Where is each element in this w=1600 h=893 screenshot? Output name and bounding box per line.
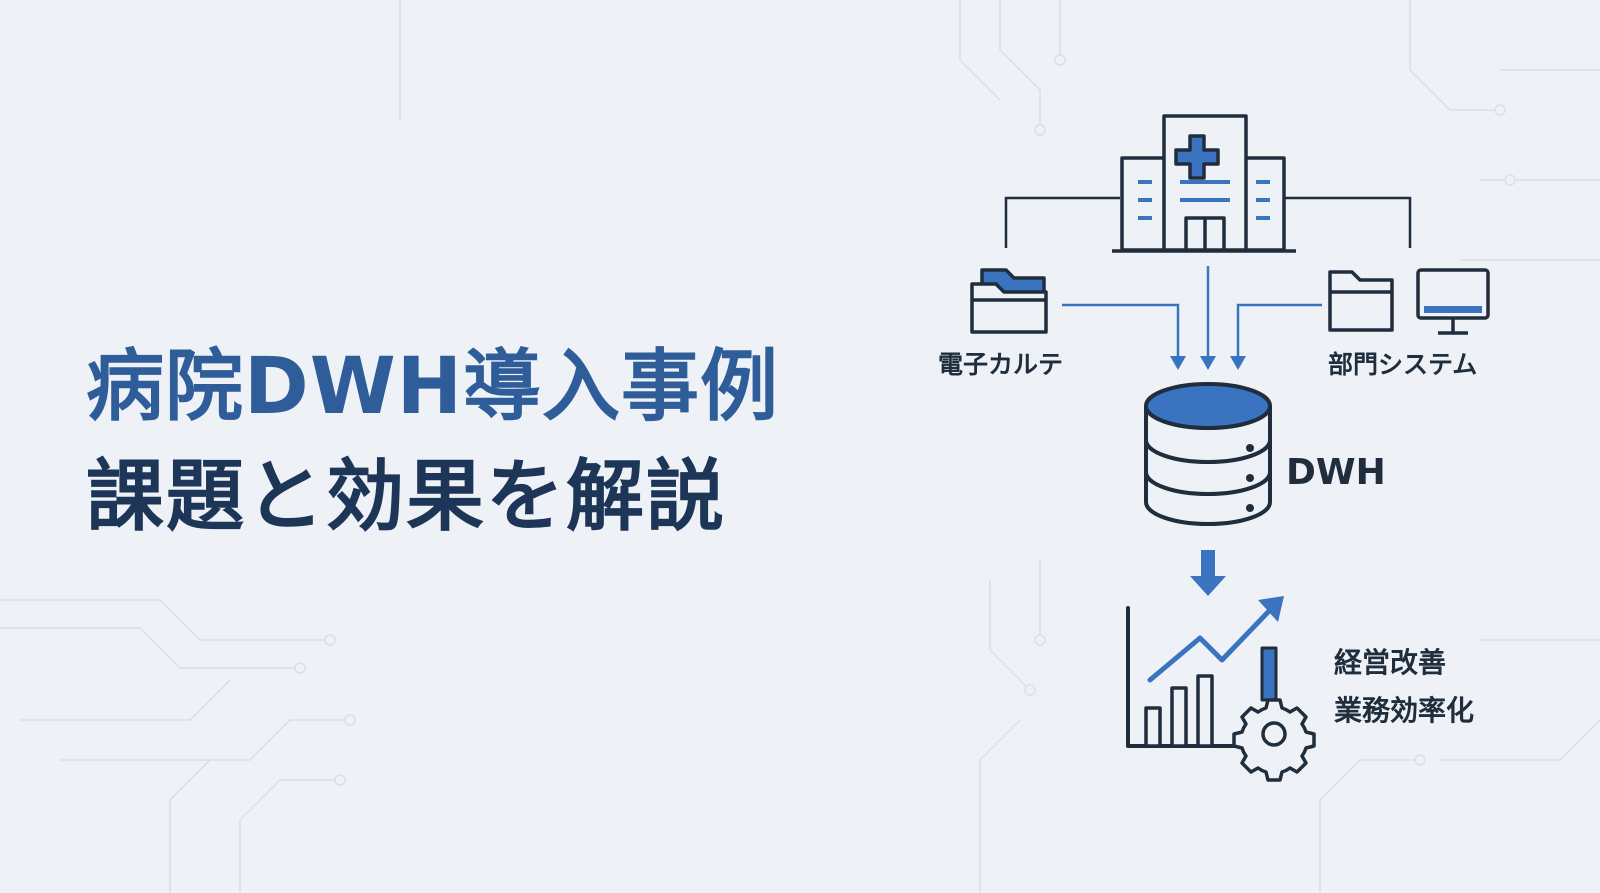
dwh-label: DWH <box>1286 452 1386 493</box>
down-arrow-icon <box>1190 550 1226 596</box>
source-label-emr: 電子カルテ <box>938 350 1063 379</box>
database-icon <box>1144 382 1272 526</box>
outcome-label-efficiency: 業務効率化 <box>1334 694 1474 727</box>
hospital-connector-lines <box>1004 196 1412 248</box>
source-label-department-system: 部門システム <box>1328 350 1477 379</box>
chart-gear-icon <box>1126 596 1316 782</box>
page-title: 病院DWH導入事例 <box>86 342 780 432</box>
folder-icon <box>970 268 1048 334</box>
folder-monitor-icon <box>1328 268 1490 335</box>
hospital-icon <box>1112 114 1296 253</box>
page-subtitle: 課題と効果を解説 <box>86 452 727 542</box>
data-flow-arrows <box>1062 266 1322 358</box>
outcome-label-management: 経営改善 <box>1334 646 1446 679</box>
arrow-heads <box>1170 356 1246 370</box>
